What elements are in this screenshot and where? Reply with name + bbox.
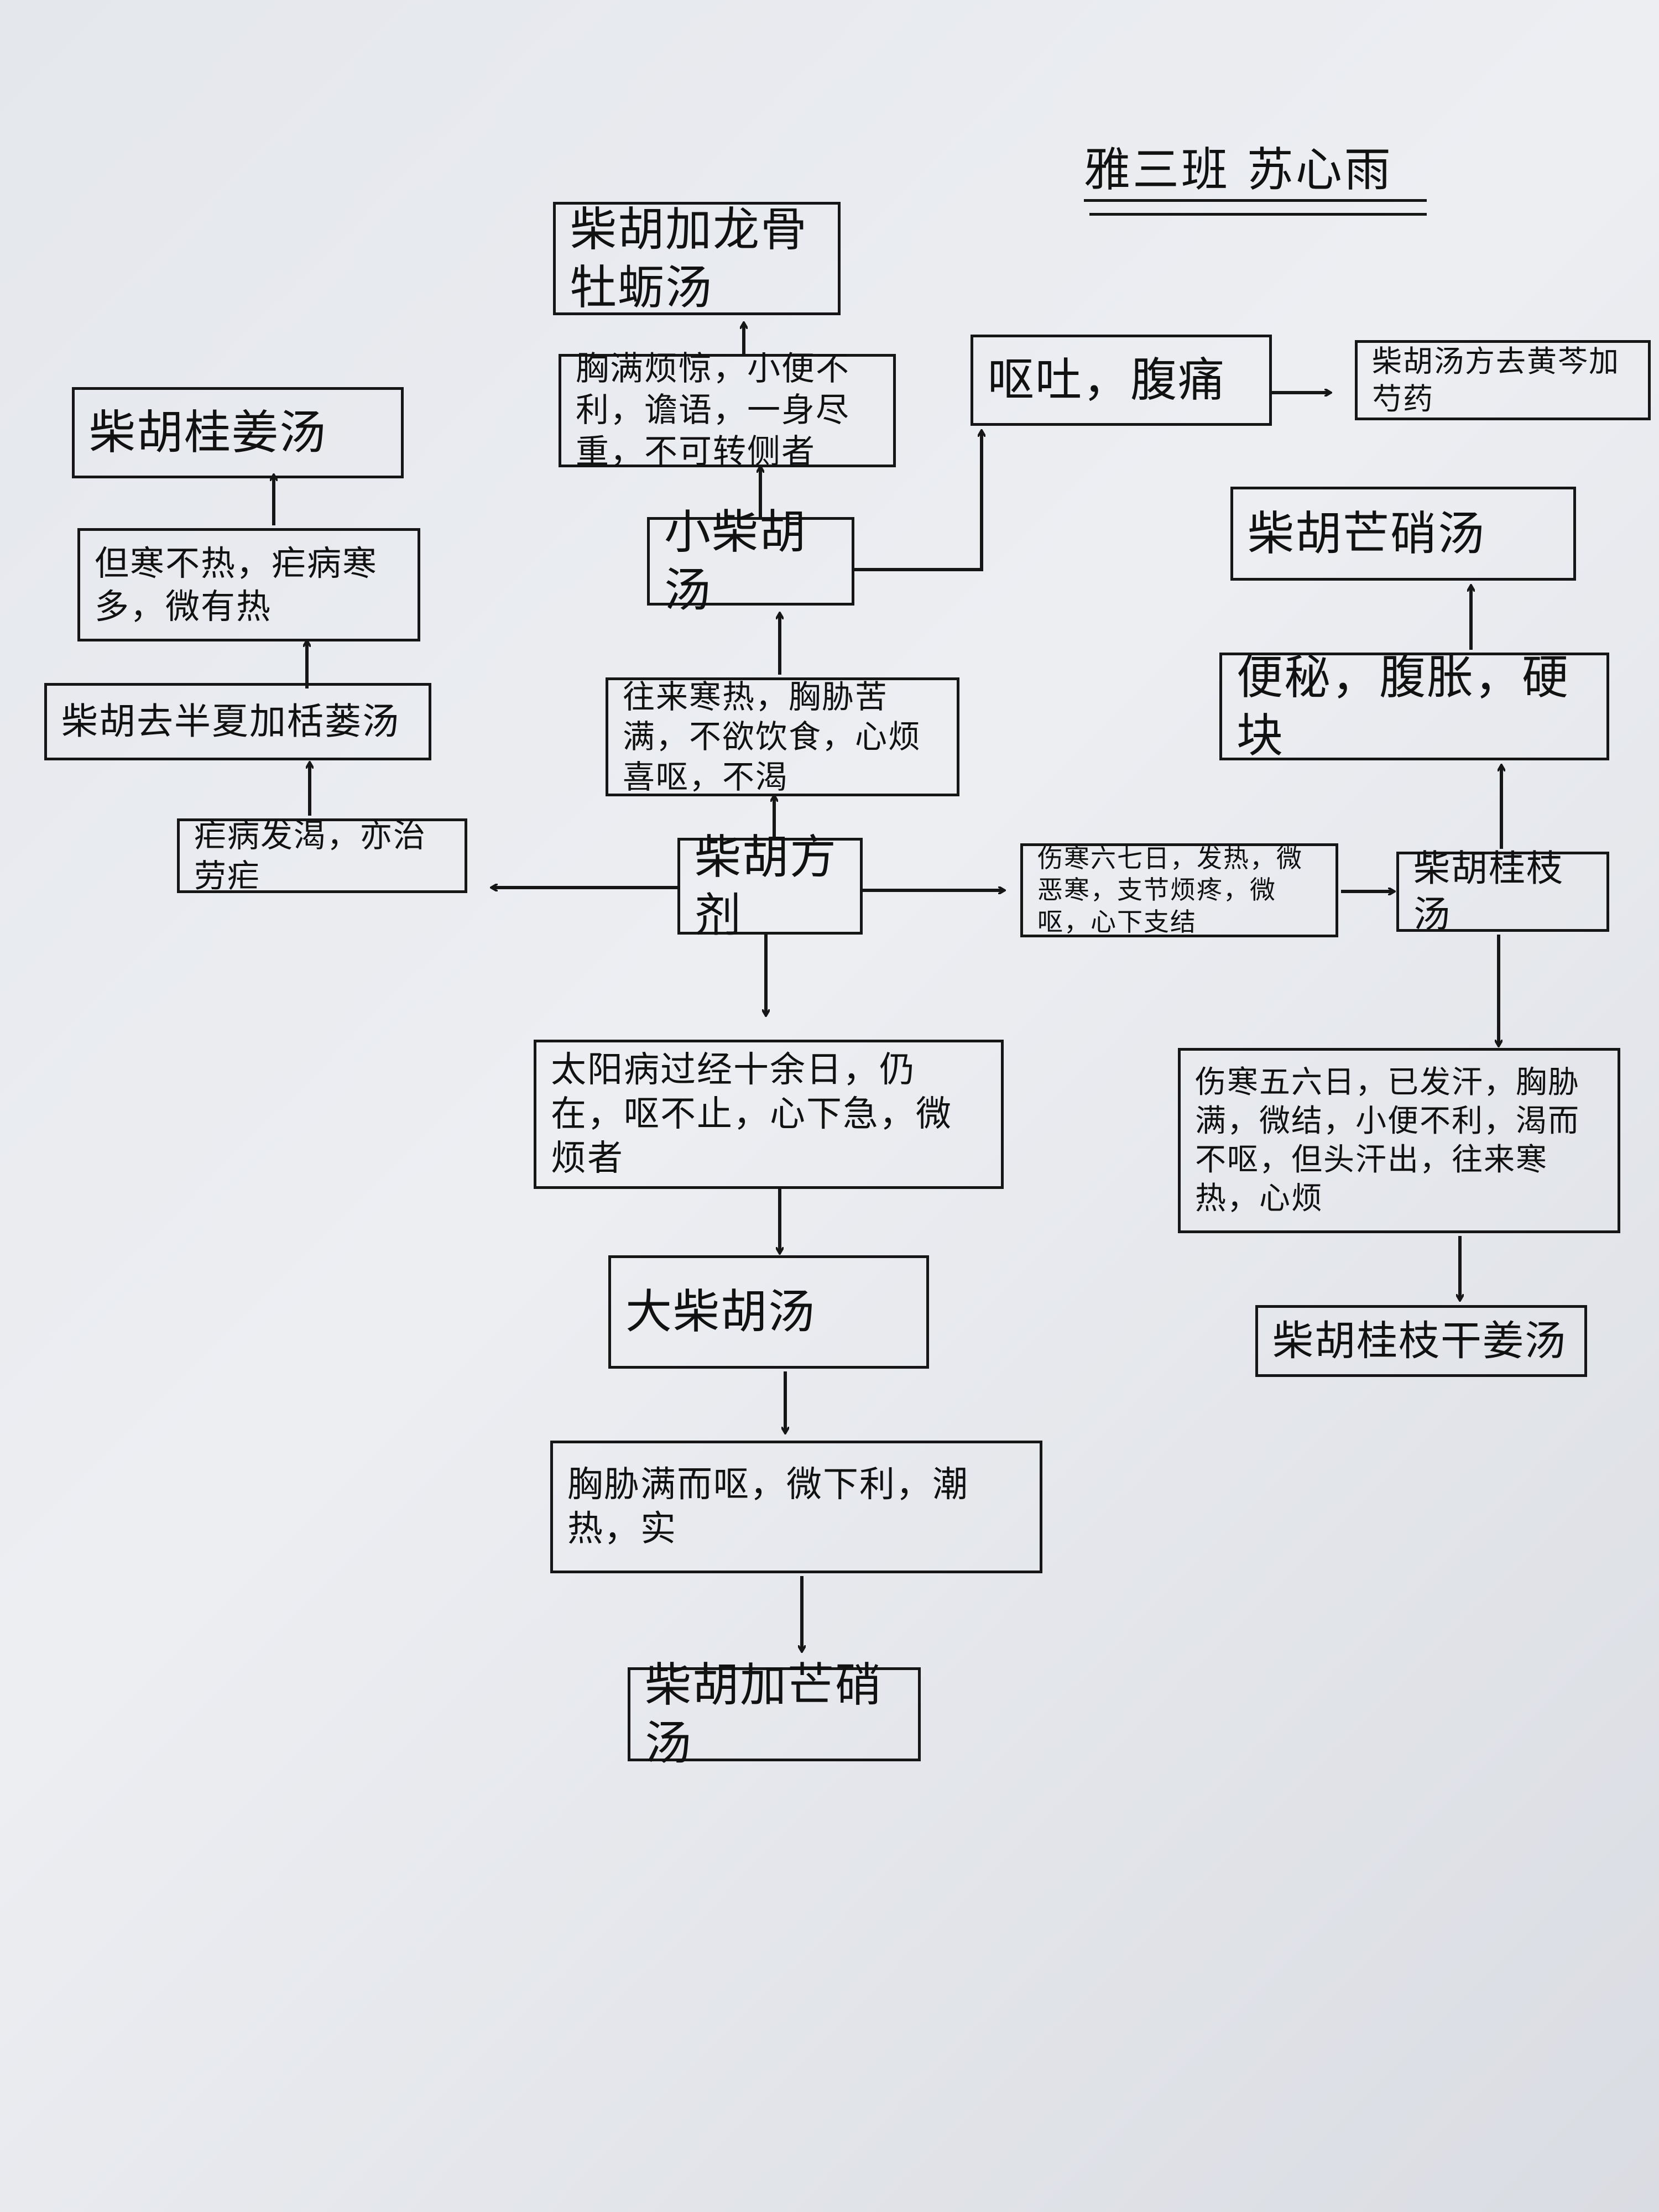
node-chaihu-guijiang: 柴胡桂姜汤 [72, 387, 404, 478]
node-label: 疟病发渴，亦治劳疟 [194, 817, 427, 895]
node-label: 太阳病过经十余日，仍在，呕不止，心下急，微烦者 [551, 1050, 952, 1179]
node-center-chaihu-fangji: 柴胡方剂 [677, 830, 863, 942]
node-vomit-pain: 呕吐，腹痛 [971, 335, 1272, 426]
node-label: 便秘，腹胀，硬块 [1237, 650, 1570, 763]
node-label: 柴胡桂姜汤 [89, 405, 327, 460]
node-xiaochaihu-tang: 小柴胡汤 [647, 505, 854, 617]
node-chest-full-symptoms: 胸满烦惊，小便不利，谵语，一身尽重，不可转侧者 [559, 349, 896, 471]
node-chaihu-minus-huangqin: 柴胡汤方去黄芩加芍药 [1355, 340, 1651, 420]
node-label: 伤寒六七日，发热，微恶寒，支节烦疼，微呕，心下支结 [1037, 843, 1303, 937]
node-chaihu-jia-mangxiao: 柴胡加芒硝汤 [628, 1658, 921, 1770]
node-label: 呕吐，腹痛 [988, 353, 1226, 407]
arrow-xiaochaihu-to-vomit [854, 431, 982, 571]
node-label: 柴胡加芒硝汤 [645, 1658, 883, 1770]
node-label: 柴胡去半夏加栝蒌汤 [61, 700, 400, 743]
node-xiaochaihu-symptoms: 往来寒热，胸胁苦满，不欲饮食，心烦喜呕，不渴 [606, 677, 959, 796]
author-title: 雅三班 苏心雨 [1084, 143, 1393, 197]
node-label: 但寒不热，疟病寒多，微有热 [95, 543, 378, 627]
node-label: 小柴胡汤 [664, 505, 807, 617]
node-shanghan-56: 伤寒五六日，已发汗，胸胁满，微结，小便不利，渴而不呕，但头汗出，往来寒热，心烦 [1178, 1048, 1620, 1233]
node-label: 柴胡汤方去黄芩加芍药 [1372, 344, 1620, 416]
node-chaihu-guizhi-ganjiang: 柴胡桂枝干姜汤 [1255, 1305, 1587, 1377]
node-label: 柴胡方剂 [695, 830, 838, 942]
title-underline-2 [1089, 213, 1427, 216]
node-label: 伤寒五六日，已发汗，胸胁满，微结，小便不利，渴而不呕，但头汗出，往来寒热，心烦 [1195, 1064, 1580, 1217]
node-malaria-thirst: 疟病发渴，亦治劳疟 [177, 817, 467, 895]
node-taiyang-symptoms: 太阳病过经十余日，仍在，呕不止，心下急，微烦者 [534, 1040, 1004, 1189]
node-chaihu-mangxiao-right: 柴胡芒硝汤 [1230, 487, 1576, 581]
node-chaihu-longgu-muli: 柴胡加龙骨牡蛎汤 [553, 202, 841, 315]
node-label: 胸满烦惊，小便不利，谵语，一身尽重，不可转侧者 [576, 349, 850, 471]
node-dachaihu-tang: 大柴胡汤 [608, 1255, 929, 1369]
node-label: 柴胡加龙骨牡蛎汤 [570, 202, 808, 315]
node-chaihu-qu-banxia: 柴胡去半夏加栝蒌汤 [44, 683, 431, 760]
node-cold-heat-symptoms: 但寒不热，疟病寒多，微有热 [77, 528, 420, 641]
node-constipation: 便秘，腹胀，硬块 [1219, 650, 1609, 763]
node-label: 柴胡桂枝汤 [1413, 847, 1564, 936]
node-label: 柴胡桂枝干姜汤 [1272, 1317, 1567, 1365]
node-chest-vomit-symptoms: 胸胁满而呕，微下利，潮热，实 [550, 1441, 1042, 1573]
node-label: 往来寒热，胸胁苦满，不欲饮食，心烦喜呕，不渴 [623, 677, 922, 796]
node-label: 大柴胡汤 [625, 1285, 816, 1339]
node-label: 胸胁满而呕，微下利，潮热，实 [567, 1464, 969, 1550]
node-shanghan-67: 伤寒六七日，发热，微恶寒，支节烦疼，微呕，心下支结 [1020, 843, 1338, 937]
node-chaihu-guizhi-tang: 柴胡桂枝汤 [1396, 847, 1609, 936]
title-underline [1084, 199, 1427, 202]
node-label: 柴胡芒硝汤 [1248, 506, 1486, 561]
